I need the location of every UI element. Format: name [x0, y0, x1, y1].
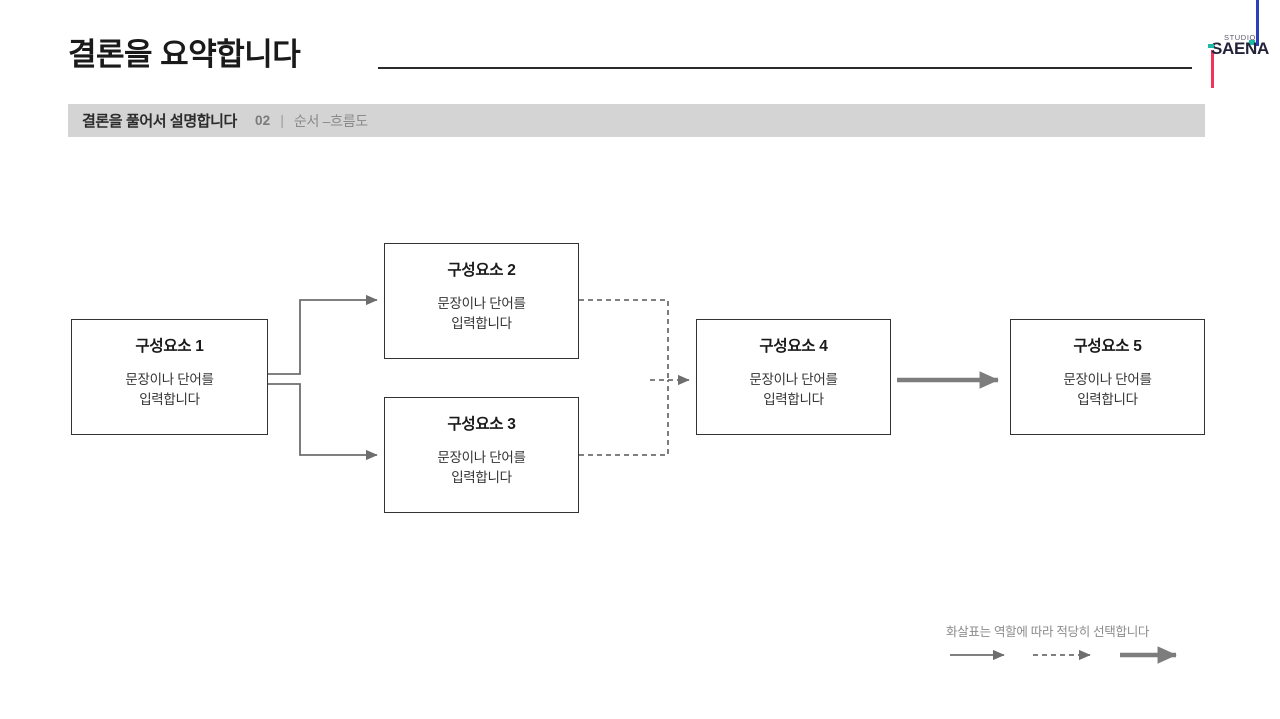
logo-blue-bar-icon [1256, 0, 1259, 46]
subtitle-sub-text: 순서 –흐름도 [293, 112, 368, 129]
flow-box-body: 문장이나 단어를 입력합니다 [749, 372, 838, 407]
studio-saena-logo: STUDIO SAENA [1198, 0, 1280, 95]
flow-box-element-1[interactable]: 구성요소 1 문장이나 단어를 입력합니다 [71, 319, 268, 435]
legend-note: 화살표는 역할에 따라 적당히 선택합니다 [946, 625, 1150, 639]
flow-box-body: 문장이나 단어를 입력합니다 [1063, 372, 1152, 407]
page-title: 결론을 요약합니다 [68, 37, 301, 72]
flow-box-element-2[interactable]: 구성요소 2 문장이나 단어를 입력합니다 [384, 243, 579, 359]
flow-box-title: 구성요소 5 [1073, 338, 1142, 355]
flow-box-body: 문장이나 단어를 입력합니다 [125, 372, 214, 407]
flow-box-element-5[interactable]: 구성요소 5 문장이나 단어를 입력합니다 [1010, 319, 1205, 435]
logo-teal-tick-left-icon [1208, 44, 1214, 48]
logo-saena-text: SAENA [1211, 39, 1270, 58]
connector-element1-to-element3 [268, 383, 378, 461]
logo-studio-text: STUDIO [1224, 33, 1256, 42]
flow-box-body: 문장이나 단어를 입력합니다 [437, 450, 526, 485]
flow-box-body: 문장이나 단어를 입력합니다 [437, 296, 526, 331]
flow-box-element-3[interactable]: 구성요소 3 문장이나 단어를 입력합니다 [384, 397, 579, 513]
title-rule [378, 67, 1192, 69]
flow-box-title: 구성요소 2 [447, 262, 516, 279]
connector-element2-to-bus [579, 299, 669, 380]
subtitle-bar: 결론을 풀어서 설명합니다 02 | 순서 –흐름도 [68, 104, 1205, 137]
logo-red-bar-icon [1211, 50, 1214, 88]
subtitle-section-number: 02 [254, 113, 271, 128]
subtitle-separator: | [280, 113, 284, 128]
flow-box-title: 구성요소 1 [135, 338, 204, 355]
connector-element1-to-element2 [268, 294, 378, 375]
connector-element3-to-bus [579, 380, 669, 456]
flow-box-title: 구성요소 3 [447, 416, 516, 433]
flow-box-title: 구성요소 4 [759, 338, 828, 355]
flow-box-element-4[interactable]: 구성요소 4 문장이나 단어를 입력합니다 [696, 319, 891, 435]
logo-teal-tick-right-icon [1249, 40, 1255, 45]
subtitle-main-text: 결론을 풀어서 설명합니다 [82, 113, 237, 130]
